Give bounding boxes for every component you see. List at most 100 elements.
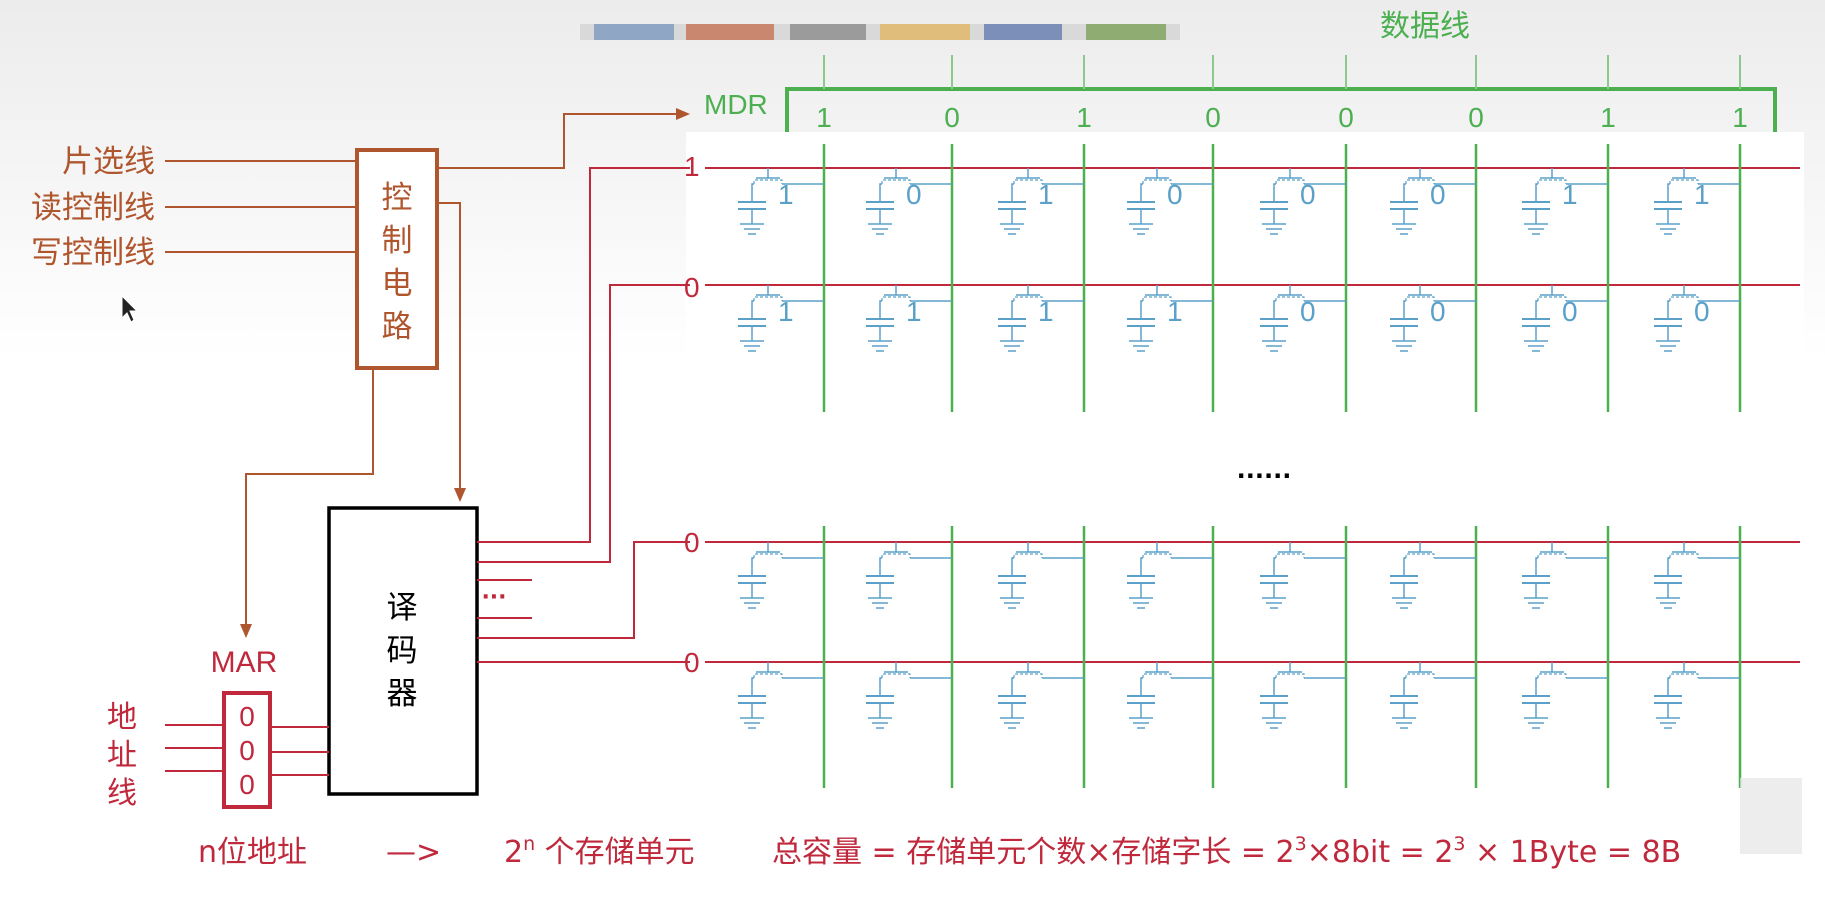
storage-cell: 1 [866, 285, 952, 352]
storage-cell [1260, 662, 1346, 729]
cell-value: 1 [1038, 296, 1054, 327]
mar-bit: 0 [239, 769, 255, 800]
cell-value: 1 [1562, 179, 1578, 210]
decoder-char: 译 [387, 590, 418, 626]
storage-cell [1127, 662, 1213, 729]
control-circuit-label: 控 制 电 路 [382, 180, 413, 345]
mar-bit: 0 [239, 701, 255, 732]
mdr-bit: 1 [816, 102, 832, 133]
mdr-bit: 1 [1600, 102, 1616, 133]
storage-cell [866, 542, 952, 609]
decoder-box [327, 506, 479, 796]
storage-cell: 0 [1522, 285, 1608, 352]
mdr-bit: 0 [1205, 102, 1221, 133]
storage-cell [998, 542, 1084, 609]
formula-arrow: —> [386, 835, 441, 870]
chip-select-line-label: 片选线 [62, 144, 155, 180]
storage-cell [1390, 662, 1476, 729]
row-select-value: 0 [684, 647, 700, 678]
storage-cell: 1 [738, 285, 824, 352]
control-output-wires [245, 113, 680, 630]
storage-cell: 0 [1260, 168, 1346, 235]
storage-cell [1127, 542, 1213, 609]
write-control-line-label: 写控制线 [31, 235, 155, 271]
control-circuit-char: 电 [382, 266, 413, 302]
storage-cell: 0 [866, 168, 952, 235]
cell-value: 1 [778, 179, 794, 210]
mdr-bit: 1 [1732, 102, 1748, 133]
storage-cell: 1 [738, 168, 824, 235]
cell-value: 1 [906, 296, 922, 327]
address-line-char: 址 [107, 738, 137, 773]
corner-artifact [1740, 778, 1802, 854]
row-select-value: 0 [684, 272, 700, 303]
cell-value: 0 [1430, 296, 1446, 327]
decoder-output-wires [477, 167, 690, 663]
storage-cell [1522, 662, 1608, 729]
read-control-line-label: 读控制线 [31, 190, 155, 226]
control-circuit-char: 控 [382, 180, 413, 216]
storage-cell: 1 [1127, 285, 1213, 352]
storage-cell: 0 [1127, 168, 1213, 235]
mdr-bits: 1 0 1 0 0 0 1 1 [816, 55, 1748, 133]
storage-cell [738, 662, 824, 729]
mar-label: MAR [211, 646, 278, 679]
total-capacity-formula: 总容量 = 存储单元个数×存储字长 = 23×8bit = 23 × 1Byte… [772, 833, 1681, 870]
storage-cell [1654, 542, 1740, 609]
arrowheads [240, 108, 690, 638]
mdr-bit: 0 [944, 102, 960, 133]
cell-value: 1 [1038, 179, 1054, 210]
storage-cell: 0 [1390, 285, 1476, 352]
control-lines [165, 160, 357, 253]
row-select-value: 1 [684, 151, 700, 182]
storage-cell [1260, 542, 1346, 609]
cell-value: 0 [1300, 179, 1316, 210]
decoder-ellipsis: ··· [481, 585, 506, 610]
rows-ellipsis: ...... [1237, 456, 1292, 484]
mdr-bit: 0 [1338, 102, 1354, 133]
address-line-char: 线 [107, 776, 137, 811]
decoder-char: 码 [387, 633, 418, 669]
storage-cell [1522, 542, 1608, 609]
top-color-strip [580, 24, 1180, 40]
storage-cell [738, 542, 824, 609]
cell-value: 0 [1430, 179, 1446, 210]
address-line-wires [165, 724, 329, 776]
storage-cell [866, 662, 952, 729]
control-circuit-char: 路 [382, 309, 413, 345]
storage-cell [998, 662, 1084, 729]
storage-units-text: 2n 个存储单元 [504, 833, 695, 870]
mar-bit: 0 [239, 735, 255, 766]
storage-cell-grid: 1 0 1 0 0 0 1 1 1 1 1 1 0 0 0 0 [705, 144, 1800, 788]
mdr-bit: 1 [1076, 102, 1092, 133]
decoder-char: 器 [387, 676, 418, 712]
mdr-bit: 0 [1468, 102, 1484, 133]
storage-cell: 1 [1654, 168, 1740, 235]
cell-value: 0 [1167, 179, 1183, 210]
mouse-cursor-icon [121, 294, 139, 323]
storage-cell: 0 [1654, 285, 1740, 352]
data-line-label: 数据线 [1380, 9, 1470, 44]
storage-cell: 1 [998, 285, 1084, 352]
storage-cell: 1 [1522, 168, 1608, 235]
upper-cell-panel [686, 132, 1804, 420]
cell-value: 1 [1167, 296, 1183, 327]
cell-value: 0 [1300, 296, 1316, 327]
cell-value: 0 [1694, 296, 1710, 327]
cell-value: 0 [1562, 296, 1578, 327]
address-line-char: 地 [107, 700, 137, 735]
cell-value: 1 [1694, 179, 1710, 210]
storage-cell [1654, 662, 1740, 729]
row-select-value: 0 [684, 527, 700, 558]
control-circuit-char: 制 [382, 223, 413, 259]
control-circuit-box [355, 148, 439, 370]
mar-register [222, 691, 272, 809]
cell-value: 1 [778, 296, 794, 327]
storage-cell: 1 [998, 168, 1084, 235]
cell-value: 0 [906, 179, 922, 210]
storage-cell [1390, 542, 1476, 609]
storage-cell: 0 [1390, 168, 1476, 235]
n-address-text: n位地址 [198, 835, 307, 870]
mdr-label: MDR [704, 89, 768, 120]
